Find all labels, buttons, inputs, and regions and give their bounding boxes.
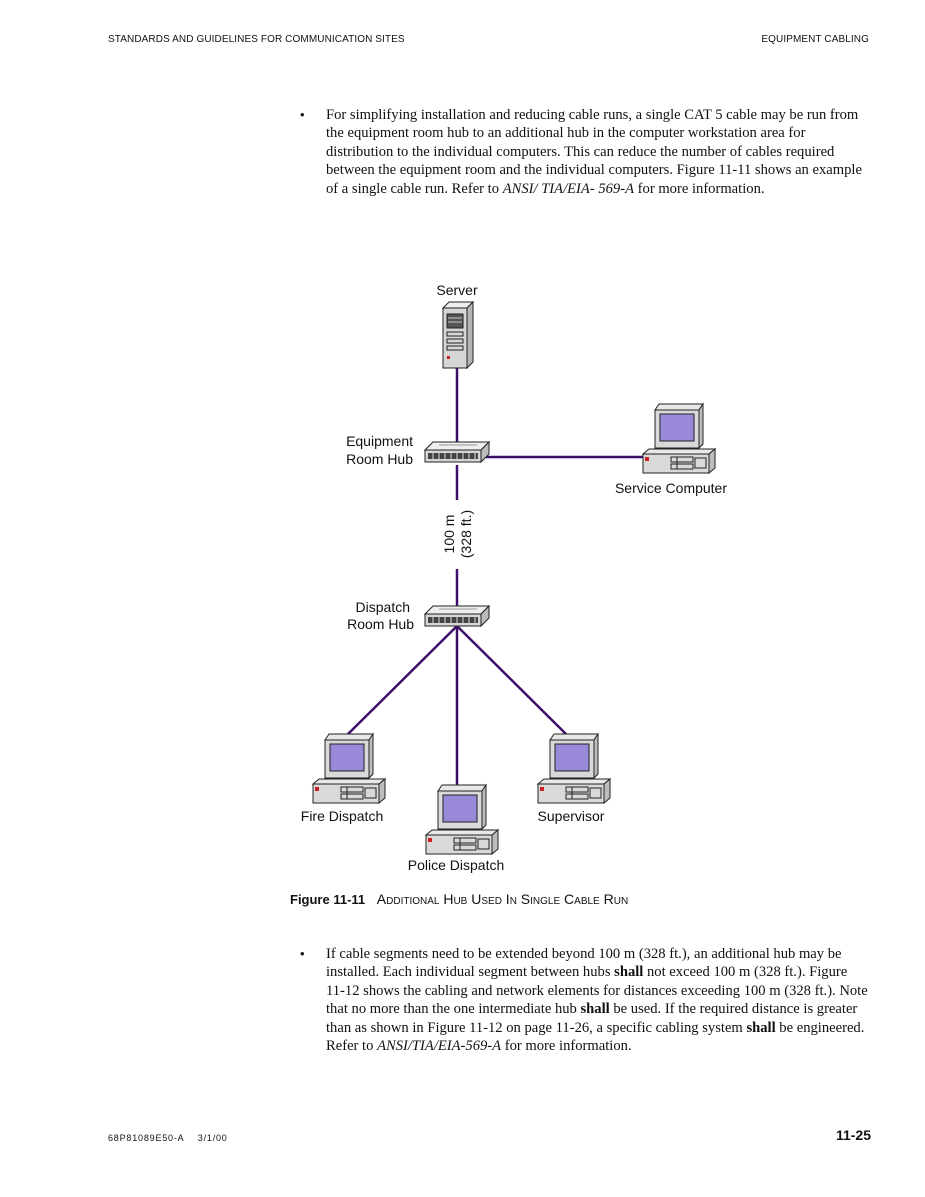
figure-number: Figure 11-11	[290, 892, 366, 907]
server-icon	[441, 300, 475, 370]
bullet-paragraph-extended-segments: • If cable segments need to be extended …	[300, 945, 868, 1055]
service-computer-icon	[642, 403, 716, 474]
running-header-right: Equipment Cabling	[761, 34, 869, 45]
paragraph-text-part: If cable segments need to be extended be…	[326, 946, 842, 981]
cable-lines	[343, 368, 645, 788]
paragraph-text-part: for more information.	[634, 180, 765, 197]
emphasis-shall: shall	[580, 1001, 610, 1018]
equipment-hub-label-line2: Room Hub	[346, 451, 413, 467]
cable-dispatch-hub-to-supervisor	[456, 625, 571, 739]
standard-reference: ANSI/ TIA/EIA- 569-A	[502, 180, 635, 197]
bullet-marker: •	[300, 107, 305, 122]
distance-label: 100 m (328 ft.)	[441, 510, 474, 558]
police-dispatch-label: Police Dispatch	[408, 857, 505, 873]
fire-dispatch-label: Fire Dispatch	[301, 808, 383, 824]
paragraph-text-part: be engineered. Refer to	[326, 1019, 865, 1055]
figure-title: Additional Hub Used In Single Cable Run	[376, 891, 629, 907]
equipment-hub-label-line1: Equipment	[346, 433, 413, 449]
paragraph-text-part: For simplifying installation and reducin…	[326, 107, 862, 197]
standard-reference: ANSI/TIA/EIA-569-A	[377, 1038, 502, 1055]
paragraph-text-part: be used. If the required distance is gre…	[326, 1001, 858, 1036]
footer-date: 3/1/00	[197, 1133, 228, 1143]
paragraph-text-part: not exceed 100 m (328 ft.). Figure 11-12…	[326, 964, 868, 1018]
service-computer-label: Service Computer	[615, 480, 727, 496]
bullet-marker: •	[300, 946, 305, 961]
supervisor-label: Supervisor	[538, 808, 605, 824]
page-number: 11-25	[835, 1127, 871, 1143]
dispatch-hub-label-line1: Dispatch	[356, 599, 410, 615]
dispatch-hub-label-line2: Room Hub	[347, 616, 414, 632]
paragraph-text-part: for more information.	[501, 1038, 632, 1055]
paragraph-text: For simplifying installation and reducin…	[326, 106, 868, 198]
running-header-left: Standards and Guidelines for Communicati…	[108, 34, 405, 45]
police-dispatch-computer-icon	[425, 784, 499, 855]
dispatch-room-hub-icon	[424, 605, 490, 627]
fire-dispatch-computer-icon	[312, 733, 386, 804]
cable-dispatch-hub-to-fire-dispatch	[343, 625, 458, 739]
footer-doc-number: 68P81089E50-A	[108, 1133, 185, 1143]
distance-label-line2: (328 ft.)	[458, 510, 474, 558]
bullet-paragraph-single-cable-run: • For simplifying installation and reduc…	[300, 106, 868, 198]
distance-label-line1: 100 m	[441, 515, 457, 554]
figure-caption: Figure 11-11 Additional Hub Used In Sing…	[290, 891, 628, 907]
equipment-room-hub-icon	[424, 441, 490, 463]
emphasis-shall: shall	[614, 964, 644, 981]
paragraph-text: If cable segments need to be extended be…	[326, 945, 868, 1055]
supervisor-computer-icon	[537, 733, 611, 804]
server-label: Server	[436, 282, 478, 298]
emphasis-shall: shall	[746, 1019, 776, 1036]
footer-doc-info: 68P81089E50-A 3/1/00	[108, 1133, 238, 1143]
